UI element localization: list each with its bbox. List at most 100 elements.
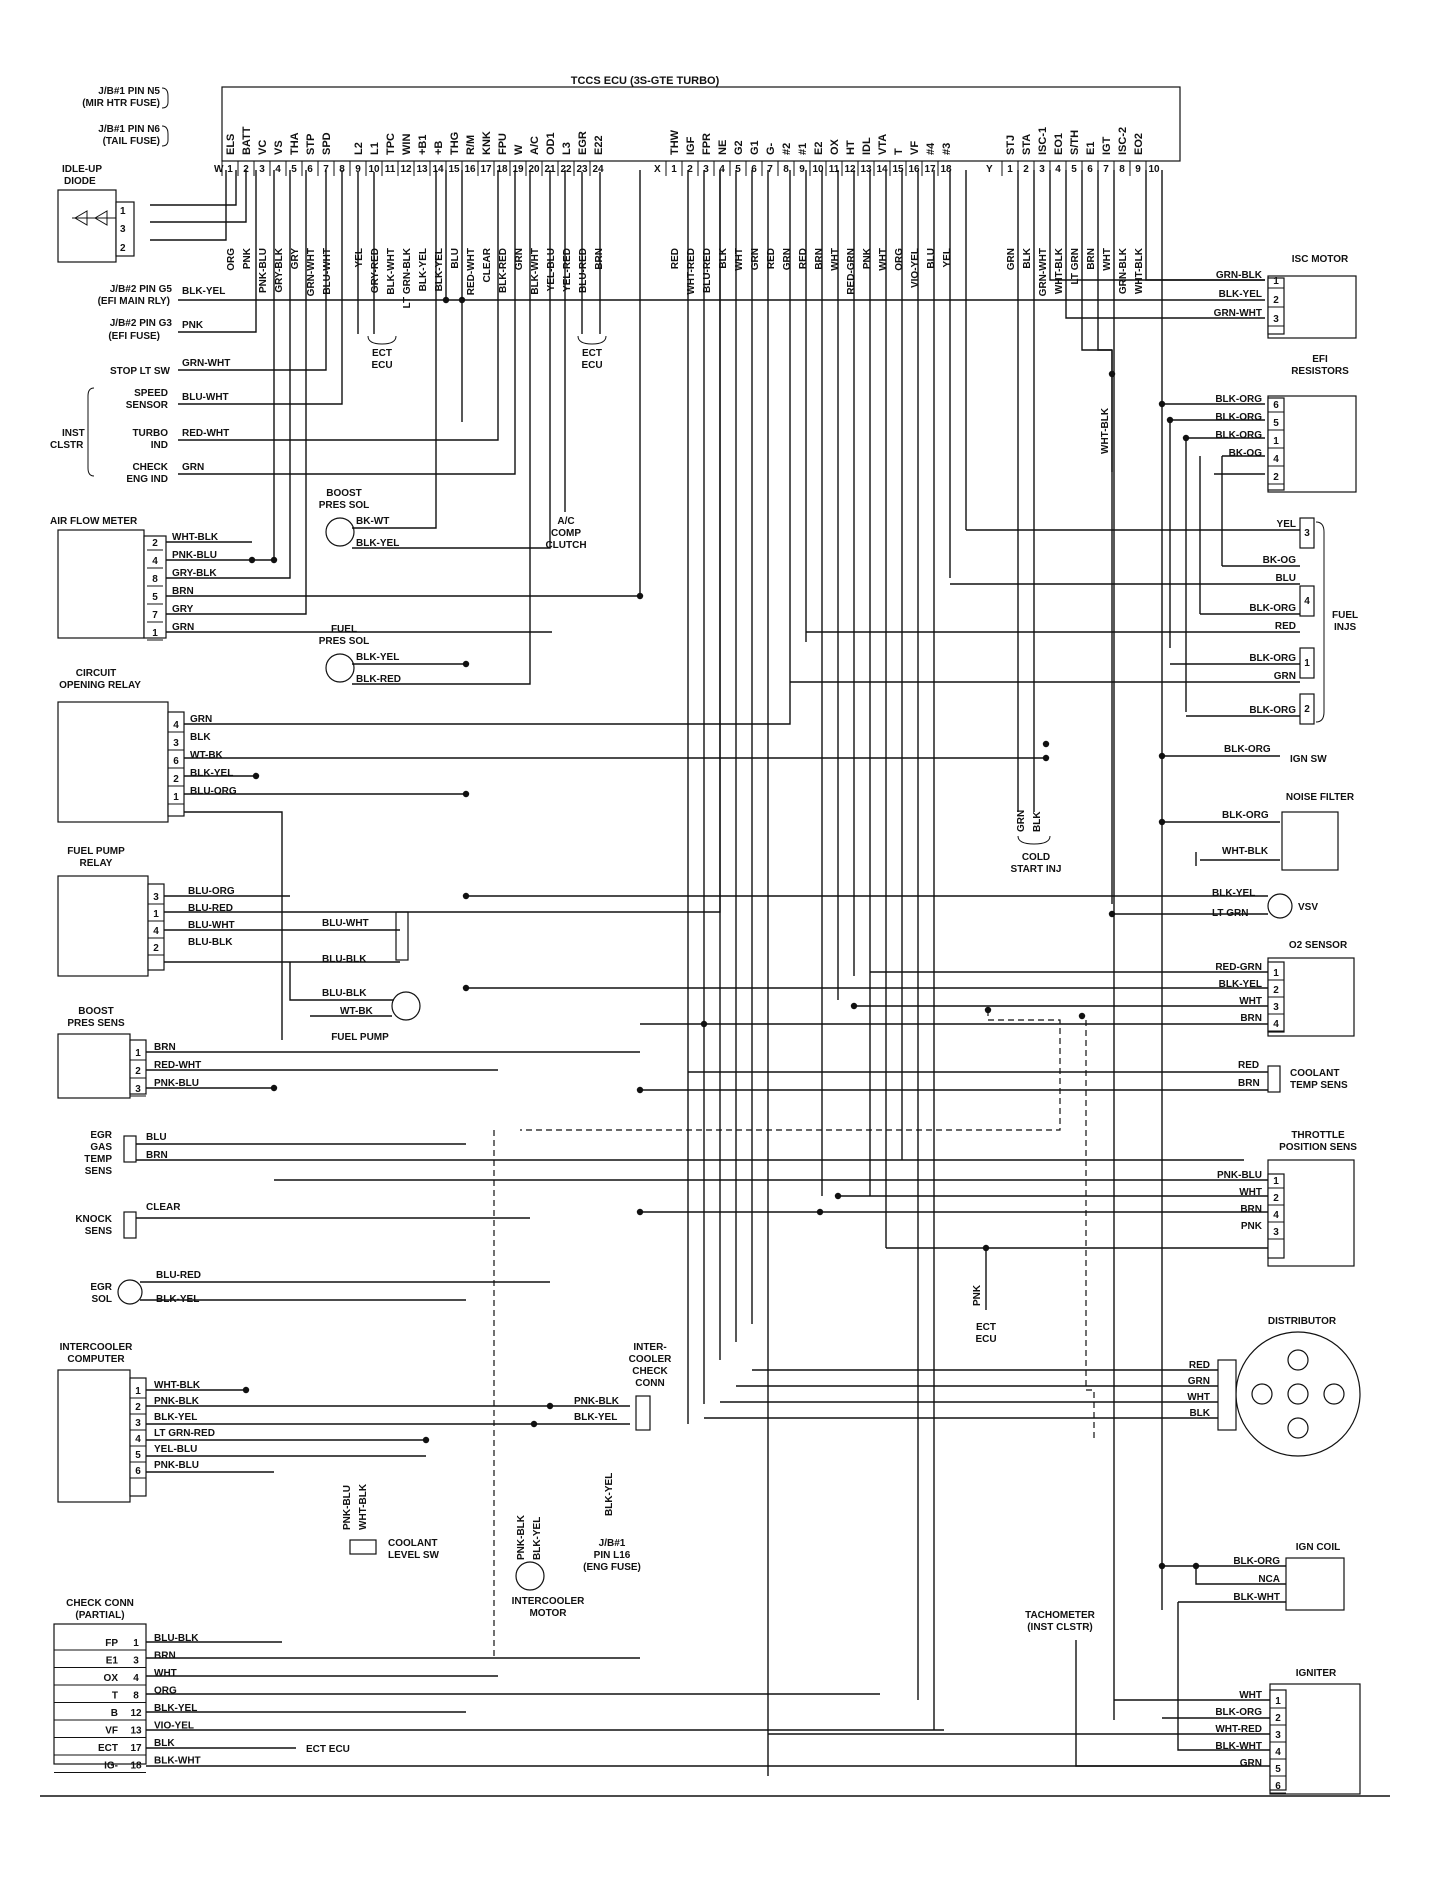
ecu-y-term-1: STJ [1005, 135, 1017, 155]
fp-wt-bk: WT-BK [340, 1006, 374, 1017]
inj-wire-4: BLK-ORG [1249, 603, 1296, 614]
fuel-sol-wire1: BLK-YEL [356, 652, 399, 663]
tps-pin-2: 2 [1273, 1193, 1279, 1204]
egr-gas-label3: TEMP [84, 1154, 112, 1165]
ect-ecu-label-1b: ECU [371, 360, 392, 371]
coil-wire-3: BLK-WHT [1233, 1592, 1280, 1603]
ecu-y-term-9: EO2 [1133, 133, 1145, 155]
ecu-w-pin-8: 8 [339, 164, 345, 175]
noise-filter [1281, 811, 1339, 871]
egr-gas-temp-sens [123, 1135, 137, 1163]
ecu-w-pin-11: 11 [385, 164, 396, 175]
ecu-x-pin-16: 16 [908, 164, 920, 175]
knock-label: KNOCK [75, 1214, 112, 1225]
ecu-conn-y: Y [986, 164, 993, 175]
ecu-w-term-13: +B1 [417, 135, 429, 156]
junction-dot [462, 660, 470, 668]
svg-text:3: 3 [120, 224, 126, 235]
jb-g5-wire: BLK-YEL [182, 286, 225, 297]
chk-wire-1: BLU-BLK [154, 1633, 199, 1644]
igniter-pin-6: 6 [1275, 1781, 1281, 1792]
igniter-wire-1: WHT [1239, 1690, 1262, 1701]
ecu-x-wire-6: GRN [750, 248, 761, 270]
junction-dot [984, 1006, 992, 1014]
ecu-x-term-15: T [893, 148, 905, 155]
egr-gas-label2: GAS [90, 1142, 112, 1153]
o2-sensor-label: O2 SENSOR [1289, 940, 1348, 951]
cts-wire1: RED [1238, 1060, 1259, 1071]
ecu-w-pin-2: 2 [243, 164, 249, 175]
ecu-w-pin-3: 3 [259, 164, 265, 175]
bps-wire-1: BRN [154, 1042, 176, 1053]
chk-wire-4: WHT [154, 1668, 177, 1679]
dist-wire-1: RED [1189, 1360, 1210, 1371]
isc-wire-2: BLK-YEL [1219, 289, 1262, 300]
ecu-y-term-6: E1 [1085, 142, 1097, 155]
knock-wire: CLEAR [146, 1202, 181, 1213]
fpr-wire-1: BLU-ORG [188, 886, 235, 897]
fuel-pres-sol-label2: PRES SOL [319, 636, 370, 647]
ign-sw-wire: BLK-ORG [1224, 744, 1271, 755]
tach-label2: (INST CLSTR) [1027, 1622, 1093, 1633]
ecu-y-pin-4: 4 [1055, 164, 1061, 175]
afm-pin-6: 1 [152, 628, 158, 639]
ecu-w-wire-22: YEL-RED [562, 248, 573, 292]
boost-pres-sol-label2: PRES SOL [319, 500, 370, 511]
junction-dot [242, 1386, 250, 1394]
ecu-w-pin-6: 6 [307, 164, 313, 175]
ecu-w-wire-3: PNK-BLU [258, 248, 269, 293]
fp-blu-blk2: BLU-BLK [322, 988, 367, 999]
ecu-y-term-7: IGT [1101, 136, 1113, 155]
igniter-pin-4: 4 [1275, 1747, 1281, 1758]
egr-sol-label: EGR [90, 1282, 112, 1293]
fuel-injector-pin-1: 1 [1304, 658, 1310, 669]
ecu-x-pin-2: 2 [687, 164, 693, 175]
ecu-x-term-12: HT [845, 140, 857, 155]
chk-wire-12: BLK-YEL [154, 1703, 197, 1714]
cor-label2: OPENING RELAY [59, 680, 141, 691]
cor-wire-1: GRN [190, 714, 212, 725]
ect-ecu-label-1: ECT [372, 348, 392, 359]
ecu-x-pin-7: 7 [767, 164, 773, 175]
egr-sol-wire1: BLU-RED [156, 1270, 201, 1281]
chk-pin-8: 8 [133, 1691, 139, 1702]
idle-up-diode [57, 189, 117, 263]
ecu-w-pin-18: 18 [496, 164, 508, 175]
ecu-box [221, 86, 1181, 162]
inj-wire-5: RED [1275, 621, 1296, 632]
efi-res-label2: RESISTORS [1291, 366, 1349, 377]
ect-ecu-label-2b: ECU [581, 360, 602, 371]
ic-wire-6: PNK-BLU [154, 1460, 199, 1471]
fuel-injector-pin-4: 4 [1304, 596, 1310, 607]
ecu-x-wire-17: BLU [926, 248, 937, 269]
ecu-w-wire-9: YEL [354, 248, 365, 267]
air-flow-meter [57, 529, 145, 639]
ic-pin-2: 2 [135, 1402, 141, 1413]
check-eng-ind-label2: ENG IND [126, 474, 168, 485]
ecu-conn-w: W [214, 164, 224, 175]
ecu-y-term-2: STA [1021, 134, 1033, 155]
ecu-w-wire-19: GRN [514, 248, 525, 270]
chk-term-OX: OX [104, 1673, 119, 1684]
ign-coil-label: IGN COIL [1296, 1542, 1340, 1553]
ecu-x-term-3: FPR [701, 133, 713, 155]
junction-dot [1158, 400, 1166, 408]
inj-wire-7: GRN [1274, 671, 1296, 682]
ecu-y-pin-10: 10 [1148, 164, 1160, 175]
ecu-w-pin-17: 17 [480, 164, 492, 175]
ecu-y-term-4: EO1 [1053, 133, 1065, 155]
chk-term-E1: E1 [106, 1656, 119, 1667]
efires-wire-3: BLK-ORG [1215, 430, 1262, 441]
cls-label2: LEVEL SW [388, 1550, 439, 1561]
ecu-x-pin-13: 13 [860, 164, 872, 175]
ecu-x-wire-2: WHT-RED [686, 248, 697, 295]
fpr-wire-3: BLU-WHT [188, 920, 235, 931]
ecu-w-wire-10: GRY-RED [370, 248, 381, 293]
vsv-label: VSV [1298, 902, 1318, 913]
ic-comp-label2: COMPUTER [67, 1354, 125, 1365]
turbo-ind-label: TURBO [132, 428, 168, 439]
intercooler-motor [515, 1561, 545, 1591]
ecu-w-pin-23: 23 [576, 164, 588, 175]
l16-wire: BLK-YEL [604, 1473, 615, 1516]
